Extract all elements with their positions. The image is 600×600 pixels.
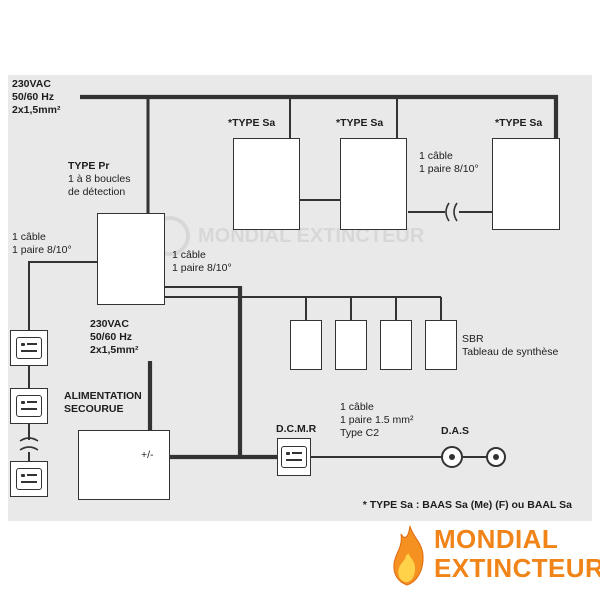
mains-top-line1: 230VAC <box>12 78 51 90</box>
mains-battery-line2: 50/60 Hz <box>90 331 133 343</box>
break-symbol-left <box>19 437 39 442</box>
icon-line <box>286 459 302 462</box>
mains-battery-line1: 230VAC <box>90 318 129 330</box>
type-sa-1-label: *TYPE Sa <box>228 117 276 129</box>
das-device-2 <box>486 447 506 467</box>
sbr-unit-3 <box>380 320 412 370</box>
brand-name: MONDIAL EXTINCTEUR <box>434 525 600 583</box>
cable-c2-line1: 1 câble <box>340 401 374 413</box>
brand-line2: EXTINCTEUR <box>434 553 600 583</box>
type-pr-title: TYPE Pr <box>68 160 110 172</box>
type-sa-unit-1 <box>233 138 300 230</box>
type-pr-label: TYPE Pr 1 à 8 boucles de détection <box>68 160 130 199</box>
icon-dot <box>21 342 25 346</box>
cable-label-right: 1 câble 1 paire 8/10° <box>419 150 479 176</box>
cable-left-line1: 1 câble <box>12 231 46 243</box>
detector-unit-3 <box>10 461 48 497</box>
cable-label-c2: 1 câble 1 paire 1.5 mm² Type C2 <box>340 401 414 440</box>
icon-dot <box>21 473 25 477</box>
type-sa-2-label: *TYPE Sa <box>336 117 384 129</box>
sbr-unit-4 <box>425 320 457 370</box>
cable-right-line1: 1 câble <box>419 150 453 162</box>
mains-top-label: 230VAC 50/60 Hz 2x1,5mm² <box>12 78 60 117</box>
battery-polarity-label: +/- <box>141 449 154 461</box>
icon-line <box>27 343 37 346</box>
wire-loop-left <box>28 261 97 330</box>
cable-center-line1: 1 câble <box>172 249 206 261</box>
footnote: * TYPE Sa : BAAS Sa (Me) (F) ou BAAL Sa <box>362 499 572 511</box>
icon-dot <box>286 451 290 455</box>
icon-line <box>292 452 302 455</box>
mains-top-line2: 50/60 Hz <box>12 91 55 103</box>
flame-icon <box>393 525 424 586</box>
cable-c2-line2: 1 paire 1.5 mm² <box>340 414 414 426</box>
call-point-icon <box>16 337 42 359</box>
type-pr-unit <box>97 213 165 305</box>
break-symbol-right <box>453 202 458 222</box>
brand-logo: MONDIAL EXTINCTEUR <box>391 525 600 593</box>
cable-c2-line3: Type C2 <box>340 427 380 439</box>
dcmr-unit <box>277 438 311 476</box>
alimentation-line1: ALIMENTATION <box>64 390 142 402</box>
sbr-subtitle: Tableau de synthèse <box>462 346 559 358</box>
icon-line <box>27 474 37 477</box>
type-pr-line2: de détection <box>68 186 126 198</box>
cable-label-left: 1 câble 1 paire 8/10° <box>12 231 72 257</box>
mains-battery-line3: 2x1,5mm² <box>90 344 139 356</box>
break-symbol-right <box>445 202 450 222</box>
sbr-label: SBR Tableau de synthèse <box>462 333 558 359</box>
alimentation-line2: SECOURUE <box>64 403 124 415</box>
detector-unit-2 <box>10 388 48 424</box>
icon-line <box>21 481 37 484</box>
call-point-icon <box>16 395 42 417</box>
das-dot-icon <box>493 454 499 460</box>
brand-line1: MONDIAL <box>434 524 559 554</box>
alimentation-label: ALIMENTATION SECOURUE <box>64 390 142 416</box>
type-sa-unit-2 <box>340 138 407 230</box>
sbr-unit-2 <box>335 320 367 370</box>
sbr-unit-1 <box>290 320 322 370</box>
mains-top-line3: 2x1,5mm² <box>12 104 61 116</box>
type-sa-3-label: *TYPE Sa <box>495 117 543 129</box>
battery-unit <box>78 430 170 500</box>
wire-mains-bus <box>80 94 559 139</box>
call-point-icon <box>281 446 307 468</box>
type-pr-line1: 1 à 8 boucles <box>68 173 131 185</box>
cable-left-line2: 1 paire 8/10° <box>12 244 72 256</box>
das-device-1 <box>441 446 463 468</box>
detector-unit-1 <box>10 330 48 366</box>
break-symbol-left <box>19 446 39 451</box>
icon-line <box>21 350 37 353</box>
sbr-title: SBR <box>462 333 484 345</box>
icon-line <box>27 401 37 404</box>
das-dot-icon <box>449 454 455 460</box>
cable-center-line2: 1 paire 8/10° <box>172 262 232 274</box>
das-label: D.A.S <box>441 425 470 437</box>
cable-label-center: 1 câble 1 paire 8/10° <box>172 249 232 275</box>
cable-right-line2: 1 paire 8/10° <box>419 163 479 175</box>
mains-battery-label: 230VAC 50/60 Hz 2x1,5mm² <box>90 318 138 357</box>
icon-dot <box>21 400 25 404</box>
dcmr-label: D.C.M.R <box>276 423 317 435</box>
call-point-icon <box>16 468 42 490</box>
icon-line <box>21 408 37 411</box>
type-sa-unit-3 <box>492 138 560 230</box>
